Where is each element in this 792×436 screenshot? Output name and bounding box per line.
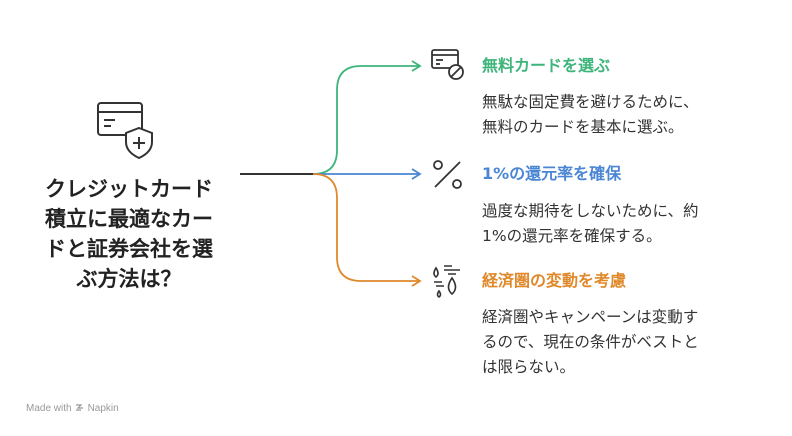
desc-line: 過度な期待をしないために、約 [482, 202, 699, 220]
center-title-line: 積立に最適なカー [45, 207, 213, 231]
made-with-label: Made with [26, 403, 72, 414]
branch-title-reward-rate: 1%の還元率を確保 [482, 164, 622, 183]
center-title-line: クレジットカード [45, 177, 213, 201]
credit-card-shield-icon [95, 100, 159, 160]
branch-desc-no-fee-card: 無駄な固定費を避けるために、 無料のカードを基本に選ぶ。 [482, 90, 782, 140]
center-title-line: ぶ方法は？ [76, 267, 182, 291]
desc-line: 1%の還元率を確保する。 [482, 227, 662, 245]
center-title: クレジットカード 積立に最適なカー ドと証券会社を選 ぶ方法は？ [20, 174, 238, 294]
desc-line: 経済圏やキャンペーンは変動す [482, 308, 699, 326]
connector-orange [312, 173, 420, 282]
branch-title-economic-zone: 経済圏の変動を考慮 [482, 271, 627, 290]
center-title-line: ドと証券会社を選 [45, 237, 213, 261]
desc-line: は限らない。 [482, 358, 576, 376]
arrowhead-green [411, 60, 422, 72]
branch-desc-reward-rate: 過度な期待をしないために、約 1%の還元率を確保する。 [482, 199, 782, 249]
weather-change-icon [430, 264, 464, 298]
arrowhead-orange [411, 275, 422, 287]
desc-line: 無料のカードを基本に選ぶ。 [482, 118, 684, 136]
percent-icon [430, 157, 464, 191]
branch-title-no-fee-card: 無料カードを選ぶ [482, 56, 611, 75]
napkin-logo-icon [75, 402, 85, 415]
branch-desc-economic-zone: 経済圏やキャンペーンは変動す るので、現在の条件がベストと は限らない。 [482, 305, 782, 380]
napkin-brand-label: Napkin [87, 403, 119, 414]
arrowhead-blue [411, 168, 422, 180]
made-with-footer[interactable]: Made with Napkin [26, 402, 119, 415]
desc-line: るので、現在の条件がベストと [482, 333, 699, 351]
card-no-fee-icon [430, 46, 464, 80]
desc-line: 無駄な固定費を避けるために、 [482, 93, 699, 111]
connector-green [312, 65, 420, 175]
